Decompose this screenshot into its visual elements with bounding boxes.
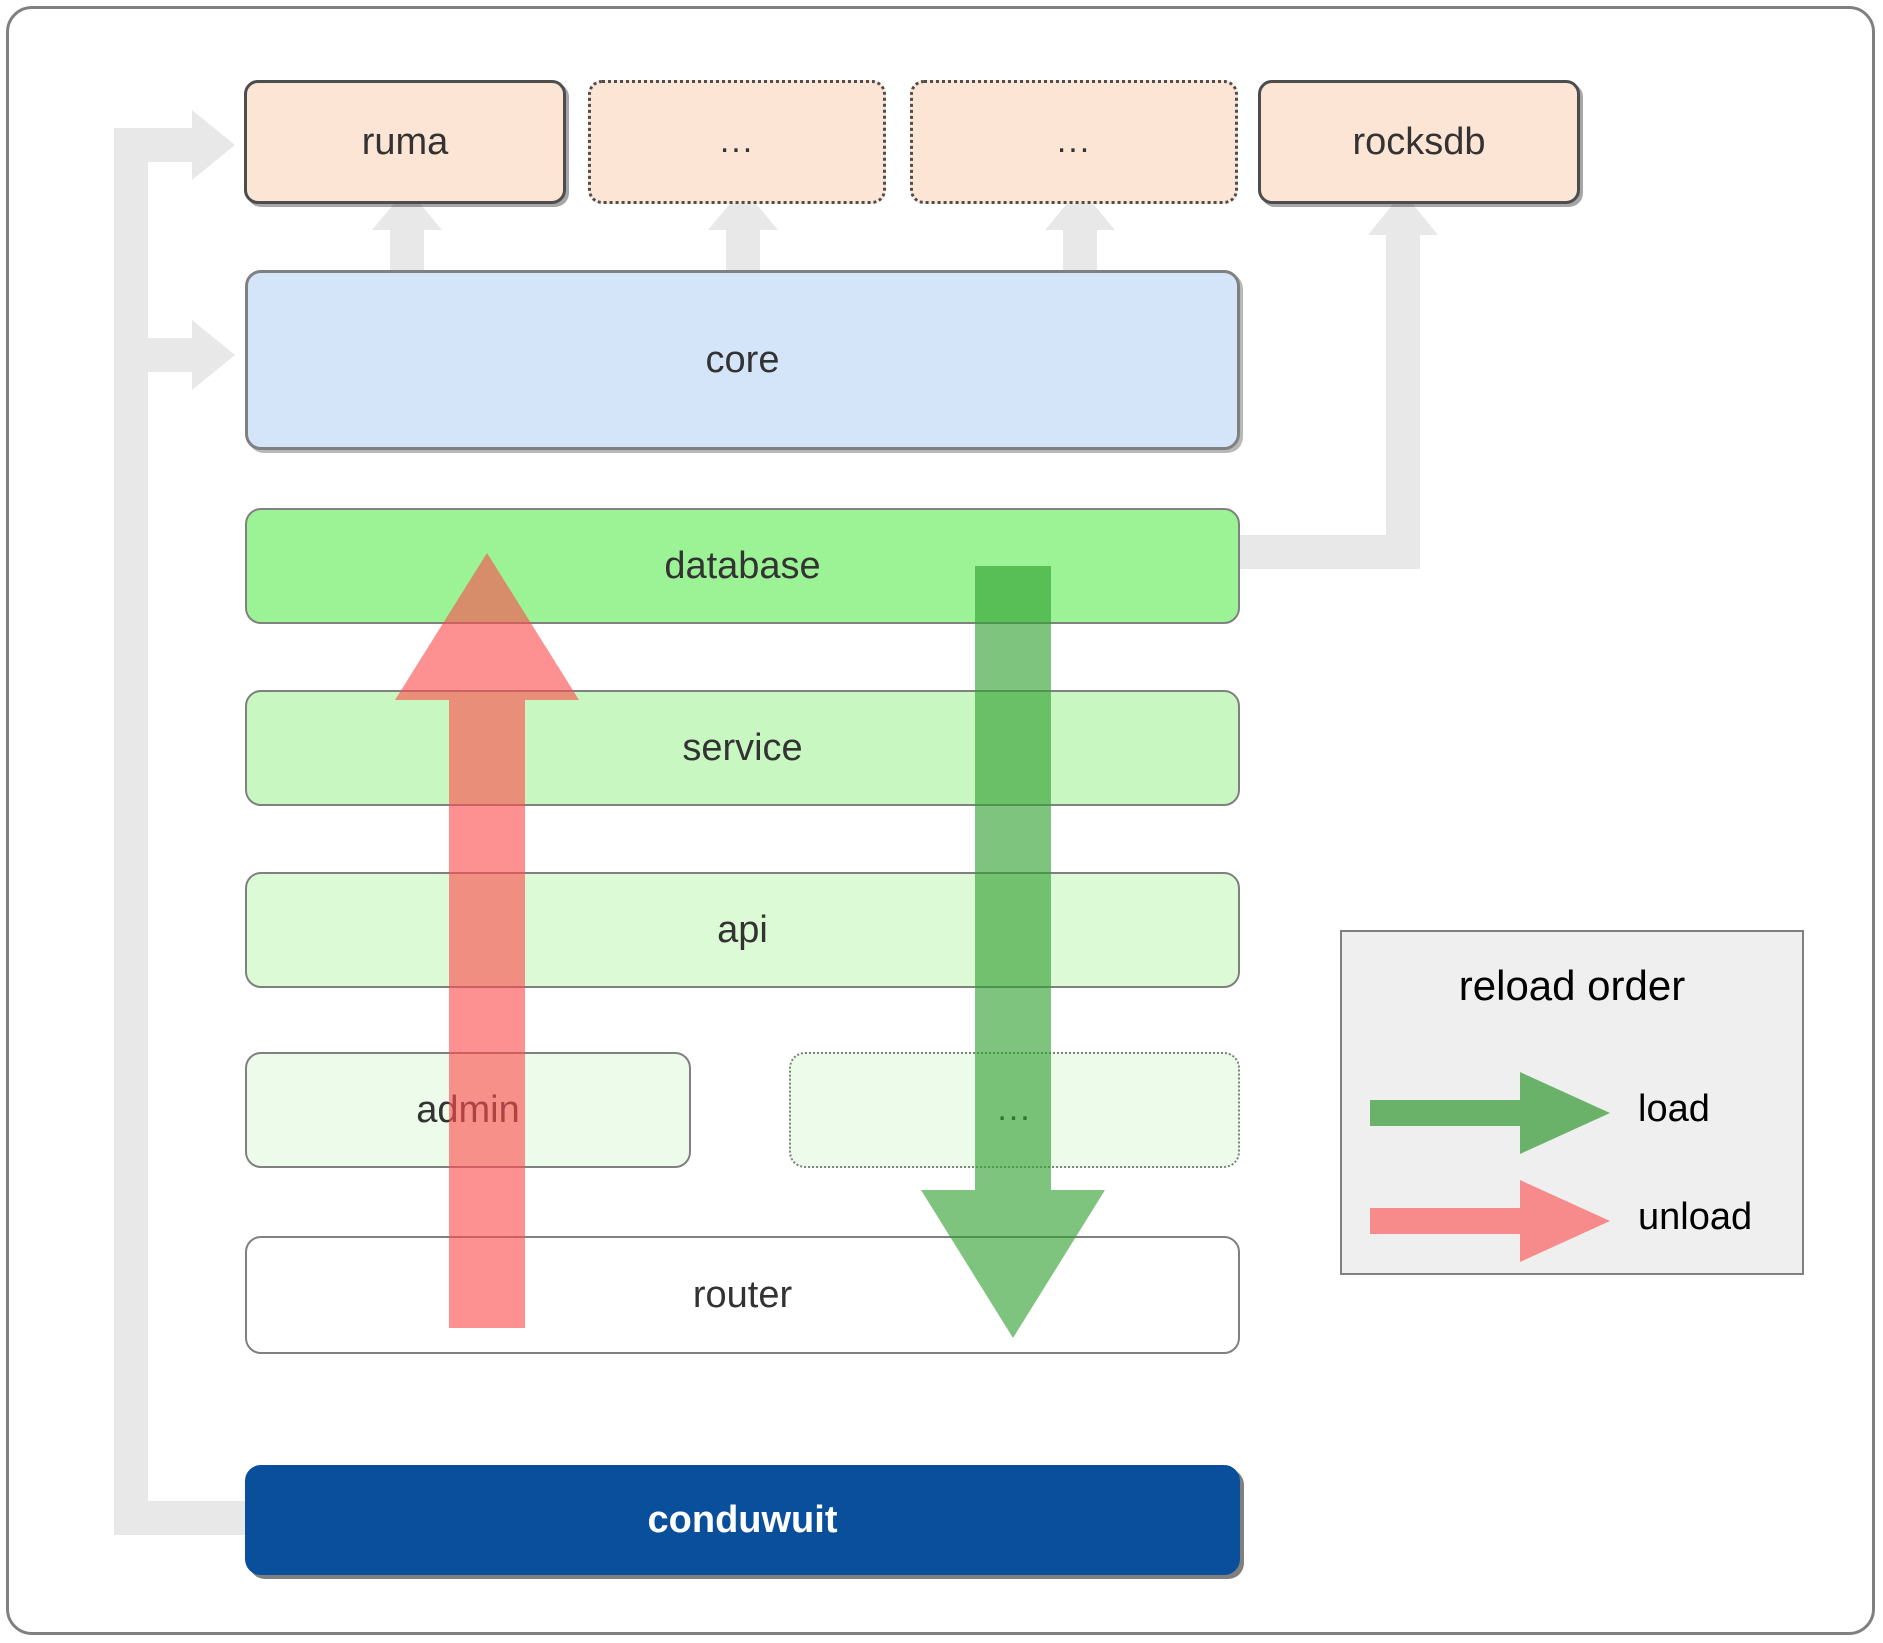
legend-arrow-unload: [1370, 1180, 1610, 1262]
load-flow-arrow: [921, 566, 1105, 1338]
crate-box-api[interactable]: api: [245, 872, 1240, 988]
dependency-box-rocksdb[interactable]: rocksdb: [1258, 80, 1580, 204]
legend-arrow-load: [1370, 1072, 1610, 1154]
unload-flow-arrow: [395, 553, 579, 1328]
legend-title: reload order: [1458, 962, 1686, 1009]
connector-core-to-deps: [372, 188, 1115, 272]
legend-panel: reload order load unload: [1340, 930, 1804, 1275]
connector-database-to-rocksdb: [1240, 192, 1438, 569]
crate-box-database[interactable]: database: [245, 508, 1240, 624]
connector-conduwuit-to-top: [114, 110, 245, 1535]
legend-label-unload: unload: [1638, 1196, 1753, 1238]
dependency-box-placeholder-2[interactable]: ...: [910, 80, 1238, 204]
crate-box-service[interactable]: service: [245, 690, 1240, 806]
legend-label-load: load: [1638, 1088, 1710, 1130]
binary-box-conduwuit[interactable]: conduwuit: [245, 1465, 1240, 1575]
